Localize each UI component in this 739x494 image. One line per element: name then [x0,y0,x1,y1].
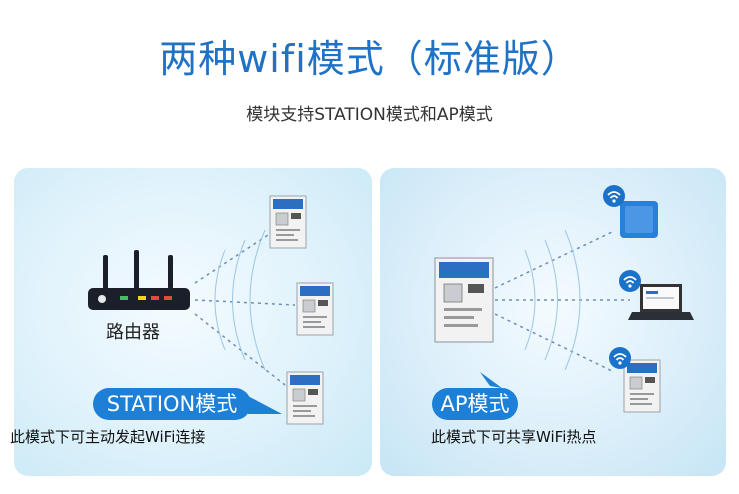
laptop-icon [628,284,694,320]
ap-badge-tail [480,372,502,388]
wifi-icon-laptop [618,269,642,293]
tablet-icon [620,201,658,238]
ap-module-icon [434,257,494,343]
module-icon-middle [296,282,334,336]
wifi-icon-tablet [602,184,626,208]
station-badge-tail [248,396,282,414]
station-mode-badge: STATION模式 [93,388,251,420]
module-icon-top [269,195,307,249]
page-subtitle: 模块支持STATION模式和AP模式 [246,105,493,125]
ap-mode-badge: AP模式 [432,388,518,420]
ap-wave-lines [524,229,581,371]
station-wave-lines [214,229,266,371]
module-icon-bottom [286,371,324,425]
station-description: 此模式下可主动发起WiFi连接 [10,428,206,446]
ap-links [494,231,630,373]
wifi-icon-module [608,346,632,370]
page-title: 两种wifi模式（标准版） [159,37,580,81]
ap-description: 此模式下可共享WiFi热点 [431,428,597,446]
router-icon [88,250,190,310]
module-icon-ap-client [623,359,661,413]
station-links [194,234,296,386]
router-label: 路由器 [106,322,160,343]
